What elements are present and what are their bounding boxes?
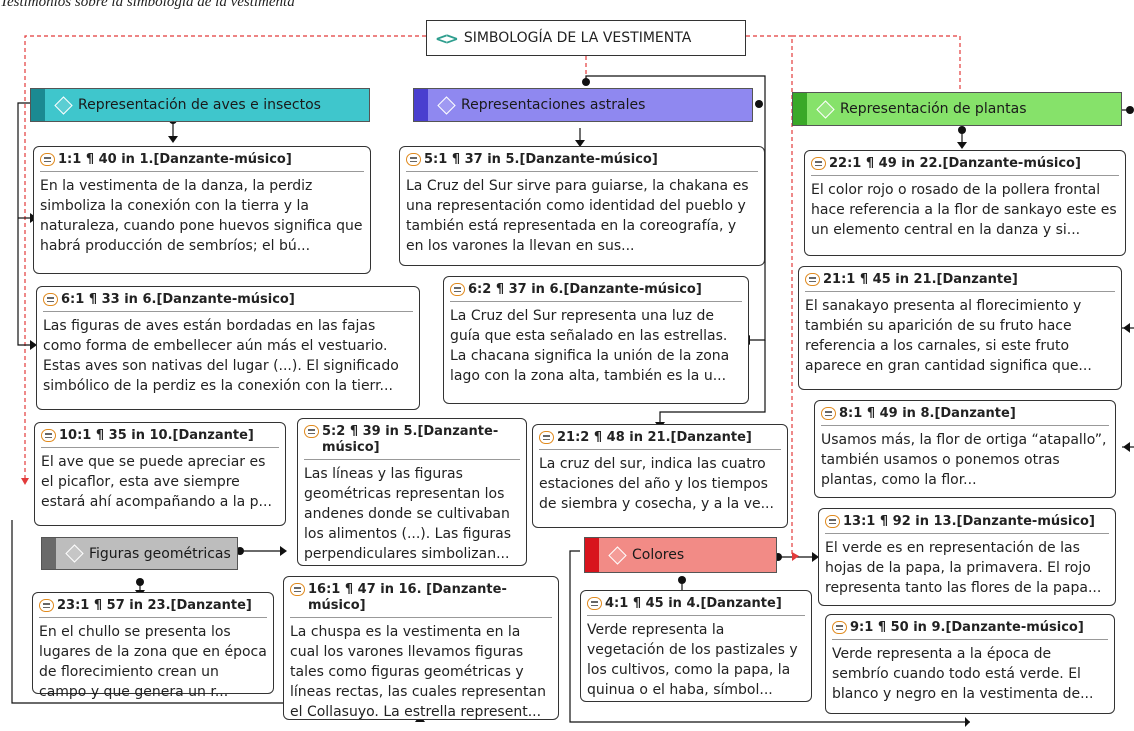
quotation-header: 10:1 ¶ 35 in 10.[Danzante] [59,428,254,443]
quotation-text: La Cruz del Sur representa una luz de gu… [450,308,730,384]
quotation-card[interactable]: 21:2 ¶ 48 in 21.[Danzante] La cruz del s… [532,424,788,528]
quotation-header: 22:1 ¶ 49 in 22.[Danzante-músico] [829,156,1081,171]
category-strip [42,538,56,569]
quotation-icon [40,153,55,166]
quotation-card[interactable]: 4:1 ¶ 45 in 4.[Danzante] Verde represent… [580,590,812,702]
quotation-header: 21:1 ¶ 45 in 21.[Danzante] [823,272,1018,287]
category-astrales[interactable]: Representaciones astrales [413,88,753,122]
quotation-card[interactable]: 16:1 ¶ 47 in 16. [Danzante-músico] La ch… [283,576,559,720]
category-plantas[interactable]: Representación de plantas [792,92,1122,126]
quotation-header: 21:2 ¶ 48 in 21.[Danzante] [557,430,752,445]
category-label: Representación de plantas [840,101,1027,117]
quotation-text: La cruz del sur, indica las cuatro estac… [539,456,774,512]
quotation-card[interactable]: 6:1 ¶ 33 in 6.[Danzante-músico] Las figu… [36,286,420,410]
quotation-text: Las figuras de aves están bordadas en la… [43,318,399,394]
root-label: SIMBOLOGÍA DE LA VESTIMENTA [463,30,692,46]
quotation-icon [304,425,319,438]
quotation-header: 13:1 ¶ 92 in 13.[Danzante-músico] [843,514,1095,529]
quotation-text: Verde representa a la época de sembrío c… [832,646,1094,702]
quotation-header: 16:1 ¶ 47 in 16. [Danzante-músico] [308,582,507,613]
quotation-header: 1:1 ¶ 40 in 1.[Danzante-músico] [58,152,292,167]
quotation-icon [825,515,840,528]
quotation-header: 5:1 ¶ 37 in 5.[Danzante-músico] [424,152,658,167]
code-diamond-icon [437,95,456,115]
quotation-icon [821,407,836,420]
quotation-text: El verde es en representación de las hoj… [825,540,1102,596]
category-strip [414,89,428,121]
category-colores[interactable]: Colores [584,537,777,573]
quotation-card[interactable]: 5:1 ¶ 37 in 5.[Danzante-músico] La Cruz … [399,146,765,266]
figure-caption: Testimonios sobre la simbología de la ve… [0,0,295,10]
quotation-text: El ave que se puede apreciar es el picaf… [41,454,272,510]
quotation-text: La Cruz del Sur sirve para guiarse, la c… [406,178,749,254]
code-diamond-icon [54,95,73,115]
quotation-header: 4:1 ¶ 45 in 4.[Danzante] [605,596,782,611]
root-node[interactable]: <> SIMBOLOGÍA DE LA VESTIMENTA [426,20,746,56]
quotation-card[interactable]: 13:1 ¶ 92 in 13.[Danzante-músico] El ver… [818,508,1116,606]
quotation-icon [450,283,465,296]
category-strip [585,538,599,572]
category-label: Figuras geométricas [89,545,231,562]
quotation-card[interactable]: 1:1 ¶ 40 in 1.[Danzante-músico] En la ve… [33,146,371,274]
quotation-icon [587,597,602,610]
quotation-text: En la vestimenta de la danza, la perdiz … [40,178,363,254]
quotation-text: El color rojo o rosado de la pollera fro… [811,182,1117,238]
quotation-icon [43,293,58,306]
category-figuras[interactable]: Figuras geométricas [41,537,238,570]
quotation-icon [539,431,554,444]
quotation-header: 9:1 ¶ 50 in 9.[Danzante-músico] [850,620,1084,635]
quotation-icon [41,429,56,442]
quotation-header: 6:1 ¶ 33 in 6.[Danzante-músico] [61,292,295,307]
quotation-header: 8:1 ¶ 49 in 8.[Danzante] [839,406,1016,421]
quotation-icon [832,621,847,634]
quotation-text: En el chullo se presenta los lugares de … [39,624,267,700]
quotation-card[interactable]: 8:1 ¶ 49 in 8.[Danzante] Usamos más, la … [814,400,1116,498]
category-label: Representaciones astrales [461,97,646,113]
quotation-card[interactable]: 10:1 ¶ 35 in 10.[Danzante] El ave que se… [34,422,286,526]
quotation-icon [811,157,826,170]
quotation-text: El sanakayo presenta al florecimiento y … [805,298,1092,374]
quotation-text: Usamos más, la flor de ortiga “atapallo”… [821,432,1107,488]
quotation-text: La chuspa es la vestimenta en la cual lo… [290,624,546,720]
quotation-icon [290,583,305,596]
category-aves[interactable]: Representación de aves e insectos [30,88,370,122]
quotation-card[interactable]: 6:2 ¶ 37 in 6.[Danzante-músico] La Cruz … [443,276,749,404]
category-label: Colores [632,547,685,563]
quotation-header: 5:2 ¶ 39 in 5.[Danzante-músico] [322,424,499,455]
double-chevron-icon: <> [435,28,459,48]
code-diamond-icon [608,545,627,565]
code-diamond-icon [816,99,835,119]
quotation-text: Verde representa la vegetación de los pa… [587,622,798,698]
quotation-icon [406,153,421,166]
quotation-header: 23:1 ¶ 57 in 23.[Danzante] [57,598,252,613]
quotation-card[interactable]: 23:1 ¶ 57 in 23.[Danzante] En el chullo … [32,592,274,700]
quotation-icon [805,273,820,286]
category-label: Representación de aves e insectos [78,97,321,113]
code-diamond-icon [65,544,84,563]
quotation-card[interactable]: 21:1 ¶ 45 in 21.[Danzante] El sanakayo p… [798,266,1122,390]
category-strip [31,89,45,121]
quotation-text: Las líneas y las figuras geométricas rep… [304,466,511,562]
quotation-icon [39,599,54,612]
quotation-card[interactable]: 22:1 ¶ 49 in 22.[Danzante-músico] El col… [804,150,1126,256]
quotation-header: 6:2 ¶ 37 in 6.[Danzante-músico] [468,282,702,297]
quotation-card[interactable]: 9:1 ¶ 50 in 9.[Danzante-músico] Verde re… [825,614,1115,714]
quotation-card[interactable]: 5:2 ¶ 39 in 5.[Danzante-músico] Las líne… [297,418,527,566]
category-strip [793,93,807,125]
